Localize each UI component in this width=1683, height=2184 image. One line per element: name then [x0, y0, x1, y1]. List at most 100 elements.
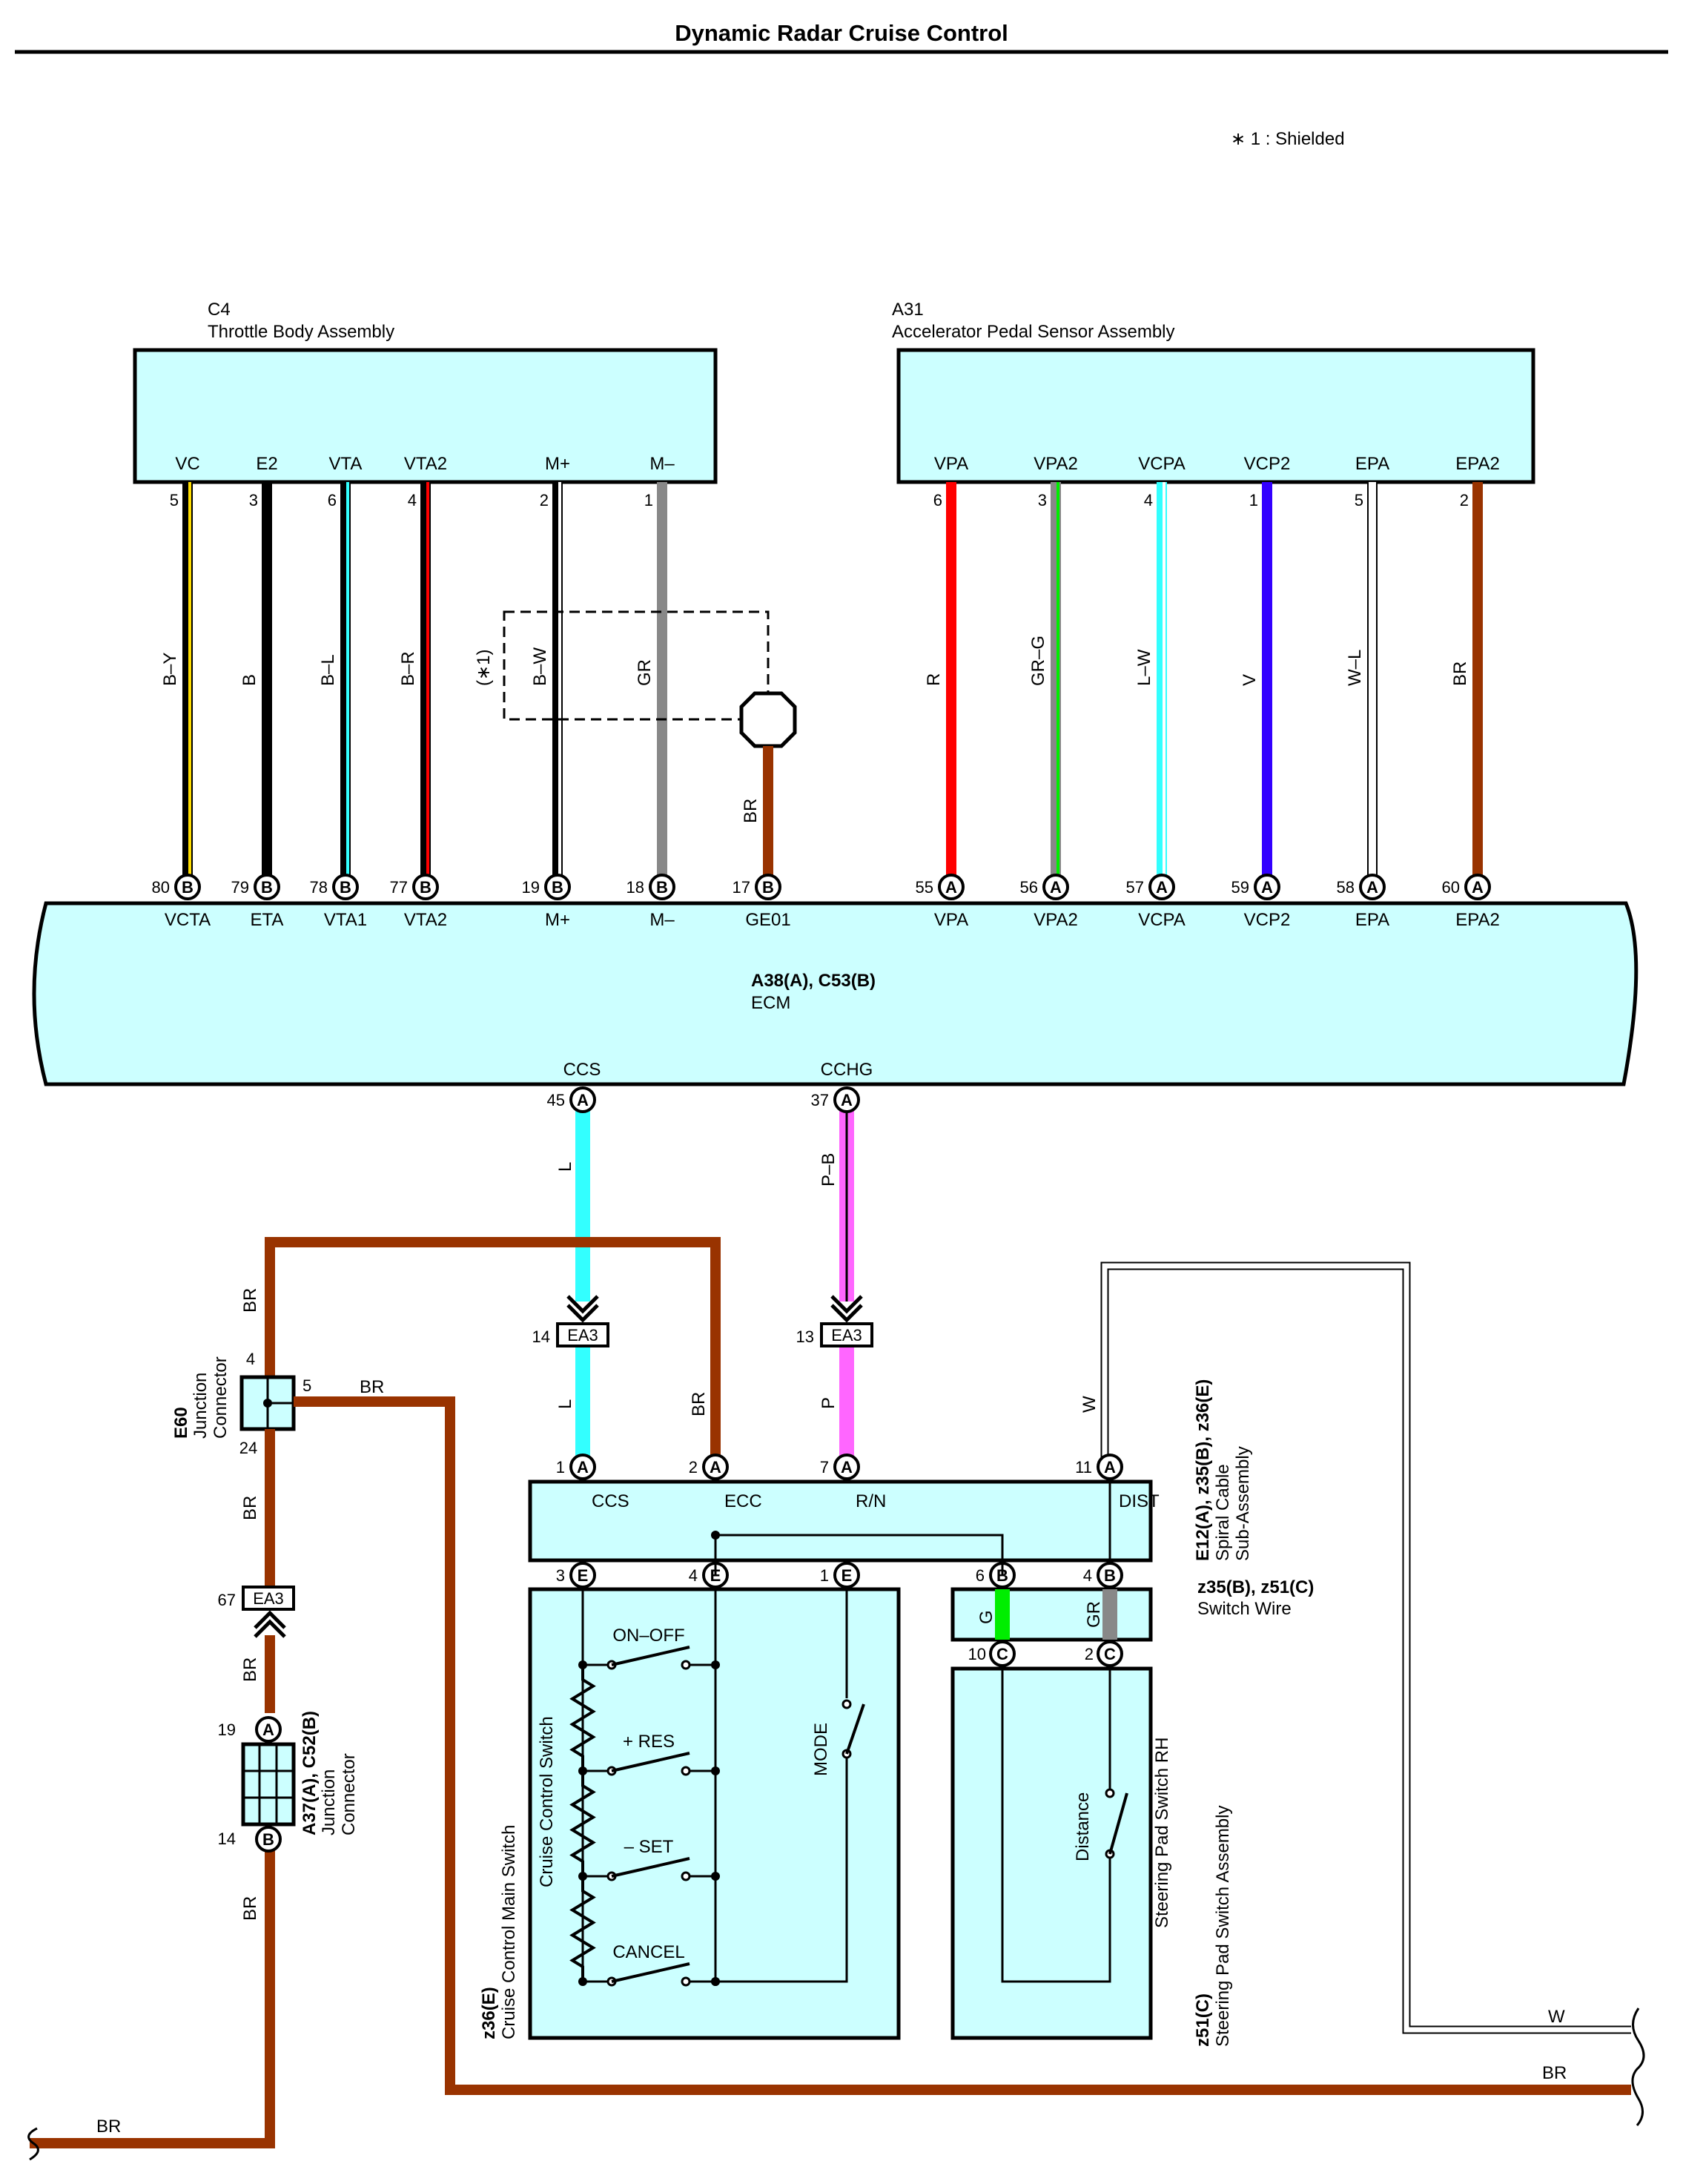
main-switch-sub: Cruise Control Switch	[537, 1716, 557, 1887]
throttle-ecm-pin-0-conn: B	[182, 878, 194, 897]
throttle-ecm-pin-3-conn: B	[420, 878, 432, 897]
throttle-ecm-label-0: VCTA	[165, 910, 211, 930]
a37-line2: Junction	[319, 1769, 339, 1835]
pedal-ecm-pin-5	[1464, 874, 1491, 900]
a37-pin-bottom-circle	[255, 1826, 282, 1853]
a37-line3: Connector	[339, 1753, 359, 1835]
cruise-switch-label-0: ON–OFF	[612, 1626, 684, 1646]
diagram-title: Dynamic Radar Cruise Control	[675, 20, 1008, 46]
ecm-pin-cchg-num: 37	[811, 1091, 829, 1109]
throttle-name: Throttle Body Assembly	[208, 322, 394, 342]
switch-wire-pin-c2	[1097, 1640, 1123, 1667]
pedal-wire-label-5: BR	[1450, 662, 1470, 686]
steering-code: z51(C)	[1193, 1993, 1213, 2047]
ecm-name: ECM	[751, 993, 790, 1013]
pedal-wire-label-4: W–L	[1345, 650, 1365, 686]
ecm-pin-ccs-conn: A	[577, 1091, 589, 1109]
throttle-wire-label-1: B	[239, 674, 259, 686]
cruise-switch-contact-2	[611, 1857, 690, 1878]
w-wire	[1102, 1263, 1631, 2033]
throttle-pin-label-2: VTA	[329, 454, 363, 474]
main-switch-name: Cruise Control Main Switch	[499, 1825, 519, 2039]
ea3-cchg-label: EA3	[831, 1326, 862, 1345]
spiral-line3: Sub-Assembly	[1233, 1446, 1253, 1561]
throttle-ecm-pin-1	[254, 874, 280, 900]
distance-switch-contact	[1108, 1792, 1128, 1855]
pedal-ecm-num-1: 56	[1020, 878, 1038, 897]
pedal-ecm-num-0: 55	[916, 878, 933, 897]
throttle-ecm-pin-5-conn: B	[656, 878, 668, 897]
ge01-wire-label: BR	[741, 799, 761, 823]
pedal-wire-label-2: L–W	[1134, 649, 1154, 686]
throttle-pin-label-4: M+	[545, 454, 570, 474]
ecm-label-ccs: CCS	[563, 1060, 601, 1080]
throttle-ecm-num-2: 78	[310, 878, 328, 897]
spiral-bottom-num-1: 4	[689, 1566, 698, 1585]
switch-wire-pin-b: 2	[1085, 1645, 1094, 1663]
throttle-pin-num-2: 6	[328, 491, 337, 509]
cruise-switch-label-2: – SET	[624, 1837, 674, 1857]
switch-wire-box	[950, 1587, 1153, 1642]
spiral-bottom-num-0: 3	[556, 1566, 565, 1585]
mode-switch-contact	[845, 1703, 865, 1755]
pedal-ecm-label-3: VCP2	[1244, 910, 1291, 930]
right-break-symbol	[1631, 2008, 1645, 2126]
ecm-pin-cchg-conn: A	[841, 1091, 853, 1109]
pedal-code: A31	[892, 300, 924, 320]
pedal-pin-num-4: 5	[1355, 491, 1363, 509]
throttle-ecm-pin-1-conn: B	[261, 878, 273, 897]
pedal-pins: VPA6RVPA23GR–GVCPA4L–WVCP21VEPA5W–LEPA22…	[924, 454, 1500, 887]
pedal-ecm-pin-1	[1042, 874, 1069, 900]
throttle-ecm-num-1: 79	[231, 878, 249, 897]
distance-switch-label: Distance	[1073, 1792, 1093, 1861]
spiral-top-pin-2-conn: A	[841, 1458, 853, 1477]
cruise-switch-contact-1	[611, 1752, 690, 1772]
pedal-pin-num-0: 6	[933, 491, 942, 509]
spiral-bottom-num-4: 4	[1083, 1566, 1092, 1585]
throttle-pin-label-5: M–	[649, 454, 675, 474]
pedal-pin-label-5: EPA2	[1455, 454, 1500, 474]
switch-wire-name: Switch Wire	[1197, 1599, 1292, 1619]
spiral-top-pin-3-conn: A	[1104, 1458, 1116, 1477]
switch-wire-pin-c10	[989, 1640, 1016, 1667]
dist-wire-label: W	[1079, 1396, 1100, 1413]
throttle-pin-label-0: VC	[175, 454, 199, 474]
throttle-ecm-label-4: M+	[545, 910, 570, 930]
throttle-code: C4	[208, 300, 231, 320]
right-exit-br-label: BR	[1542, 2063, 1567, 2083]
e60-bottom-wire-label: BR	[240, 1496, 260, 1520]
throttle-ecm-pin-2	[332, 874, 359, 900]
throttle-ecm-pin-2-conn: B	[340, 878, 351, 897]
throttle-pin-num-1: 3	[249, 491, 258, 509]
spiral-top-num-3: 11	[1075, 1458, 1092, 1477]
br-wire-right	[294, 1396, 1631, 2095]
switch-wire-gr-label: GR	[1084, 1601, 1104, 1628]
spiral-top-num-1: 2	[689, 1458, 698, 1477]
pedal-pin-num-2: 4	[1144, 491, 1153, 509]
spiral-code: E12(A), z35(B), z36(E)	[1193, 1379, 1213, 1561]
pedal-ecm-num-5: 60	[1442, 878, 1460, 897]
throttle-ecm-label-2: VTA1	[324, 910, 367, 930]
pedal-sensor-box	[896, 348, 1535, 484]
pedal-wire-label-3: V	[1240, 674, 1260, 686]
pedal-ecm-pin-4	[1359, 874, 1386, 900]
a37-code: A37(A), C52(B)	[300, 1711, 320, 1835]
throttle-ecm-pin-4-conn: B	[552, 878, 563, 897]
throttle-ecm-num-4: 19	[522, 878, 540, 897]
e60-right-wire-label: BR	[360, 1377, 384, 1397]
spiral-top-num-2: 7	[820, 1458, 829, 1477]
pedal-ecm-pin-2-conn: A	[1156, 878, 1168, 897]
spiral-top-pin-0-conn: A	[577, 1458, 589, 1477]
pedal-ecm-pin-2	[1148, 874, 1175, 900]
switch-wire-pin-a: 10	[968, 1645, 986, 1663]
throttle-wire-label-0: B–Y	[160, 653, 180, 686]
a37-junction-box	[241, 1742, 296, 1827]
throttle-pin-label-1: E2	[256, 454, 277, 474]
pedal-wire-label-0: R	[924, 673, 944, 686]
shielded-note: ∗ 1 : Shielded	[1231, 129, 1345, 149]
steering-pad-box	[950, 1666, 1153, 2040]
e60-line2: Junction	[191, 1373, 211, 1439]
pedal-pin-num-1: 3	[1038, 491, 1047, 509]
pedal-ecm-pin-3	[1254, 874, 1280, 900]
